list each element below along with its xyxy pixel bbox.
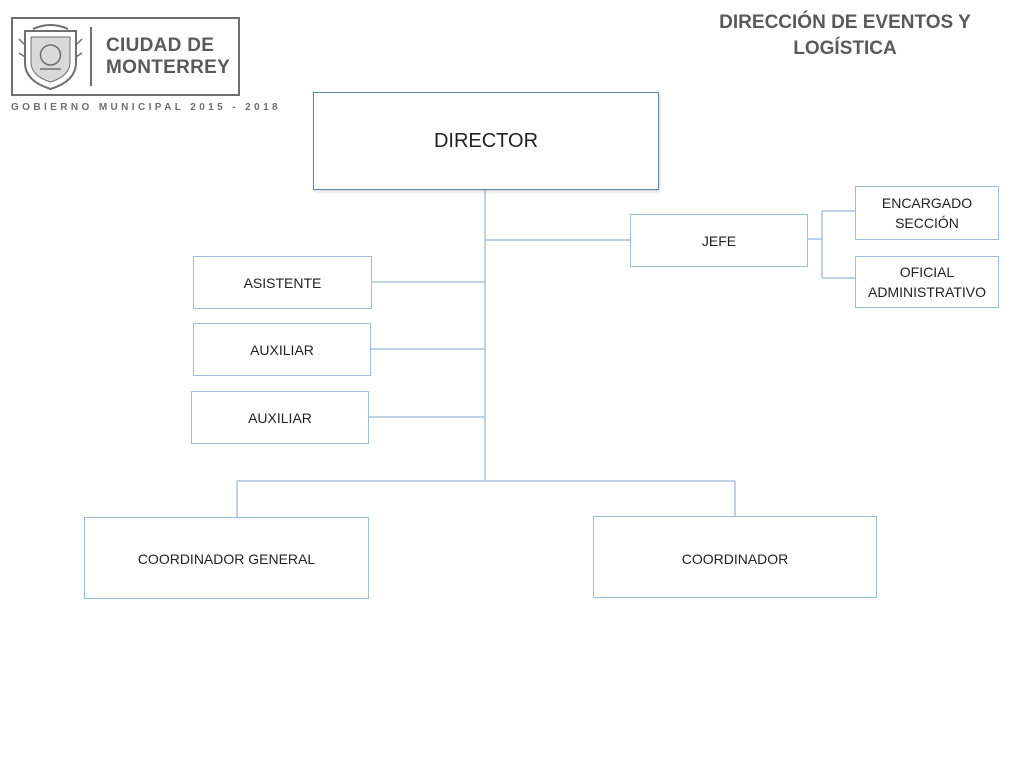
page-title-line1: DIRECCIÓN DE EVENTOS Y bbox=[719, 12, 971, 33]
oficial-label-line2: ADMINISTRATIVO bbox=[868, 284, 986, 300]
logo-divider bbox=[90, 27, 92, 86]
jefe-box: JEFE bbox=[630, 214, 808, 267]
director-box: DIRECTOR bbox=[313, 92, 659, 190]
page-title-line2: LOGÍSTICA bbox=[793, 38, 897, 59]
encargado-seccion-box: ENCARGADO SECCIÓN bbox=[855, 186, 999, 240]
city-name-line2: MONTERREY bbox=[106, 57, 231, 78]
auxiliar-2-label: AUXILIAR bbox=[248, 409, 312, 426]
auxiliar-box-2: AUXILIAR bbox=[191, 391, 369, 444]
coat-of-arms-icon bbox=[18, 24, 83, 91]
coordinador-box: COORDINADOR bbox=[593, 516, 877, 598]
encargado-label-line2: SECCIÓN bbox=[895, 215, 959, 231]
coordinador-general-box: COORDINADOR GENERAL bbox=[84, 517, 369, 599]
city-name-line1: CIUDAD DE bbox=[106, 35, 215, 56]
oficial-label-line1: OFICIAL bbox=[899, 264, 955, 280]
asistente-box: ASISTENTE bbox=[193, 256, 372, 309]
director-label: DIRECTOR bbox=[433, 130, 539, 152]
jefe-label: JEFE bbox=[701, 232, 737, 249]
government-period: GOBIERNO MUNICIPAL 2015 - 2018 bbox=[11, 102, 282, 113]
city-logo: CIUDAD DE MONTERREY bbox=[11, 17, 240, 96]
city-name: CIUDAD DE MONTERREY bbox=[106, 35, 230, 79]
coordinador-general-label: COORDINADOR GENERAL bbox=[137, 551, 316, 567]
asistente-label: ASISTENTE bbox=[243, 274, 322, 291]
coordinador-label: COORDINADOR bbox=[681, 551, 789, 567]
auxiliar-1-label: AUXILIAR bbox=[250, 341, 314, 358]
page-title: DIRECCIÓN DE EVENTOS Y LOGÍSTICA bbox=[690, 10, 1000, 62]
auxiliar-box-1: AUXILIAR bbox=[193, 323, 371, 376]
encargado-label-line1: ENCARGADO bbox=[881, 195, 973, 211]
oficial-administrativo-box: OFICIAL ADMINISTRATIVO bbox=[855, 256, 999, 308]
